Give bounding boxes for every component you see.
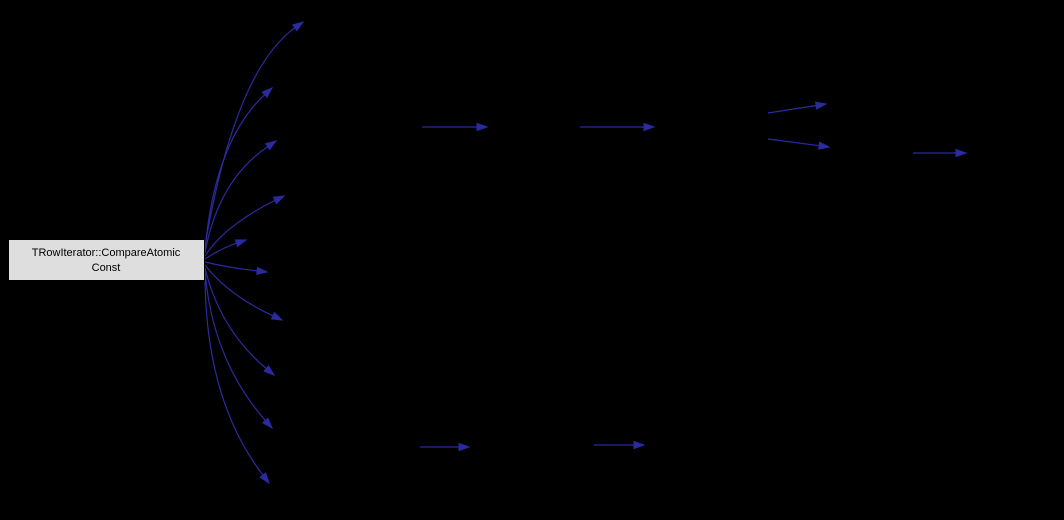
edge-arrowhead [234,239,248,248]
edge-arrowhead [263,365,276,376]
node-label-line1: TRowIterator::CompareAtomic [32,247,181,259]
edge-arrowhead [955,148,968,158]
call-edge [204,242,238,260]
edge-layer [204,21,968,485]
call-edge [204,26,296,247]
edge-arrowhead [264,140,278,151]
edge-arrowhead [633,440,646,450]
edge-arrowhead [270,311,284,321]
edge-arrowhead [643,122,656,132]
node-trowiterator-compareatomicconst[interactable]: TRowIterator::CompareAtomic Const [8,239,205,281]
edge-arrowhead [261,86,274,99]
edge-arrowhead [458,442,471,452]
edge-arrowhead [814,101,828,110]
node-box[interactable] [8,239,205,281]
edge-arrowhead [476,122,489,132]
edge-arrowhead [291,21,305,32]
node-label-line2: Const [92,262,121,274]
edge-arrowhead [261,417,274,430]
call-edge [204,264,275,317]
call-edge [204,267,268,370]
call-edge [204,261,259,272]
edge-arrowhead [256,266,269,276]
call-edge [204,273,264,477]
edge-arrowhead [259,472,270,485]
call-edge [204,199,277,257]
call-edge [767,138,821,147]
call-edge [767,104,818,114]
call-edge [204,93,266,251]
edge-arrowhead [818,141,831,150]
call-edge [204,270,267,422]
edge-arrowhead [272,195,286,205]
call-edge [204,145,269,254]
